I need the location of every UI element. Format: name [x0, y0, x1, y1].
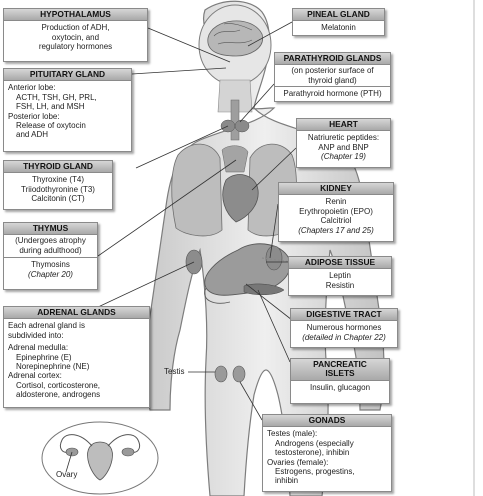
ovary-label: Ovary: [56, 470, 77, 479]
hypothalamus-box: HYPOTHALAMUS Production of ADH, oxytocin…: [3, 8, 148, 62]
thymus-box: THYMUS (Undergoes atrophy during adultho…: [3, 222, 98, 290]
adrenal-line: Each adrenal gland is: [8, 321, 145, 330]
adipose-box: ADIPOSE TISSUE Leptin Resistin: [288, 256, 392, 296]
pancreatic-title: ISLETS: [293, 369, 387, 378]
adrenal-cortex-line: aldosterone, androgens: [8, 390, 145, 399]
thymus-title: THYMUS: [4, 223, 97, 235]
thyroid-title: THYROID GLAND: [4, 161, 112, 173]
adrenal-box: ADRENAL GLANDS Each adrenal gland is sub…: [3, 306, 150, 408]
adrenal-cortex-line: Cortisol, corticosterone,: [8, 381, 145, 390]
parathyroid-title: PARATHYROID GLANDS: [275, 53, 390, 65]
gonads-line: Androgens (especially: [267, 439, 387, 448]
heart-line: Natriuretic peptides:: [301, 133, 386, 142]
digestive-line: Numerous hormones: [295, 323, 393, 332]
gonads-line: inhibin: [267, 476, 387, 485]
hypothalamus-title: HYPOTHALAMUS: [4, 9, 147, 21]
heart-ref: (Chapter 19): [301, 152, 386, 161]
parathyroid-subtitle: (on posterior surface of: [277, 66, 388, 75]
thyroid-line: Calcitonin (CT): [8, 194, 108, 203]
kidney-line: Renin: [283, 197, 389, 206]
adrenal-medulla-line: Epinephrine (E): [8, 353, 145, 362]
hypothalamus-line: regulatory hormones: [8, 42, 143, 51]
brain-shape: [208, 21, 263, 56]
kidney-title: KIDNEY: [279, 183, 393, 195]
parathyroid-subtitle: thyroid gland): [277, 76, 388, 85]
left-lung-shape: [172, 144, 222, 236]
digestive-ref: (detailed in Chapter 22): [295, 333, 393, 342]
digestive-title: DIGESTIVE TRACT: [291, 309, 397, 321]
adipose-line: Leptin: [293, 271, 387, 280]
thymus-note: (Undergoes atrophy: [6, 236, 95, 245]
pancreatic-box: PANCREATIC ISLETS Insulin, glucagon: [290, 358, 390, 404]
adrenal-line: subdivided into:: [8, 331, 145, 340]
heart-line: ANP and BNP: [301, 143, 386, 152]
thymus-note: during adulthood): [6, 246, 95, 255]
adrenal-cortex-label: Adrenal cortex:: [8, 371, 145, 380]
gonads-title: GONADS: [263, 415, 391, 427]
hypothalamus-line: oxytocin, and: [8, 33, 143, 42]
thyroid-box: THYROID GLAND Thyroxine (T4) Triiodothyr…: [3, 160, 113, 210]
pituitary-box: PITUITARY GLAND Anterior lobe: ACTH, TSH…: [3, 68, 132, 152]
heart-box: HEART Natriuretic peptides: ANP and BNP …: [296, 118, 391, 168]
heart-title: HEART: [297, 119, 390, 131]
pituitary-line: and ADH: [8, 130, 127, 139]
digestive-box: DIGESTIVE TRACT Numerous hormones (detai…: [290, 308, 398, 348]
testis-shape: [215, 366, 227, 382]
parathyroid-box: PARATHYROID GLANDS (on posterior surface…: [274, 52, 391, 102]
pituitary-line: Posterior lobe:: [8, 112, 127, 121]
pineal-title: PINEAL GLAND: [293, 9, 384, 21]
pituitary-line: Anterior lobe:: [8, 83, 127, 92]
hypothalamus-line: Production of ADH,: [8, 23, 143, 32]
pineal-line: Melatonin: [297, 23, 380, 32]
thyroid-line: Thyroxine (T4): [8, 175, 108, 184]
thymus-ref: (Chapter 20): [8, 270, 93, 279]
pituitary-line: Release of oxytocin: [8, 121, 127, 130]
kidney-line: Erythropoietin (EPO): [283, 207, 389, 216]
pituitary-line: FSH, LH, and MSH: [8, 102, 127, 111]
adrenal-medulla-label: Adrenal medulla:: [8, 343, 145, 352]
kidney-line: Calcitriol: [283, 216, 389, 225]
gonads-line: Estrogens, progestins,: [267, 467, 387, 476]
adipose-title: ADIPOSE TISSUE: [289, 257, 391, 269]
adrenal-medulla-line: Norepinephrine (NE): [8, 362, 145, 371]
pituitary-line: ACTH, TSH, GH, PRL,: [8, 93, 127, 102]
pancreatic-line: Insulin, glucagon: [295, 383, 385, 392]
thymus-line: Thymosins: [8, 260, 93, 269]
gonads-line: testosterone), inhibin: [267, 448, 387, 457]
parathyroid-line: Parathyroid hormone (PTH): [279, 89, 386, 98]
kidney-ref: (Chapters 17 and 25): [283, 226, 389, 235]
adipose-line: Resistin: [293, 281, 387, 290]
gonads-line: Testes (male):: [267, 429, 387, 438]
gonads-line: Ovaries (female):: [267, 458, 387, 467]
kidney-box: KIDNEY Renin Erythropoietin (EPO) Calcit…: [278, 182, 394, 242]
adrenal-title: ADRENAL GLANDS: [4, 307, 149, 319]
pituitary-title: PITUITARY GLAND: [4, 69, 131, 81]
thyroid-line: Triiodothyronine (T3): [8, 185, 108, 194]
testis-label: Testis: [164, 367, 184, 376]
pineal-box: PINEAL GLAND Melatonin: [292, 8, 385, 36]
gonads-box: GONADS Testes (male): Androgens (especia…: [262, 414, 392, 492]
